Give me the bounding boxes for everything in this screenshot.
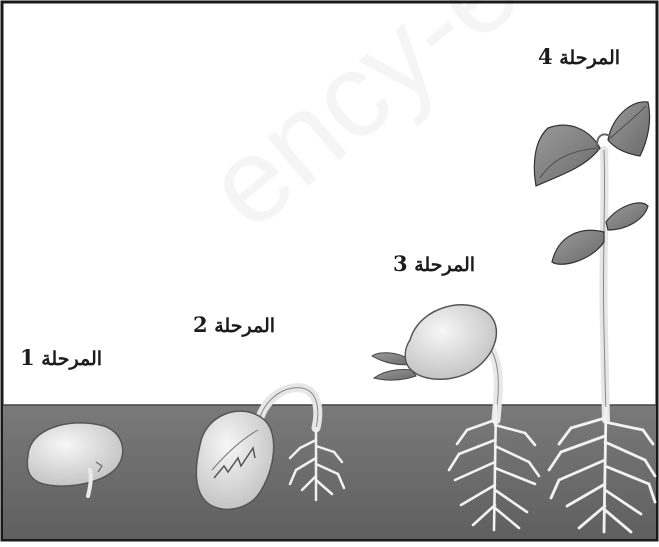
stage-2-number: 2 (193, 312, 208, 337)
stage-2-label: المرحلة 2 (193, 314, 275, 336)
stage-3-label-text: المرحلة (414, 254, 475, 276)
stage-1-number: 1 (20, 345, 35, 370)
stage-4-number: 4 (538, 44, 553, 69)
stage-1-label-text: المرحلة (41, 348, 102, 370)
stage-3-number: 3 (393, 251, 408, 276)
stage-4-label-text: المرحلة (559, 47, 620, 69)
stage-4-label: المرحلة 4 (538, 46, 620, 68)
stage-1-label: المرحلة 1 (20, 347, 102, 369)
stage-3-label: المرحلة 3 (393, 253, 475, 275)
stage-2-label-text: المرحلة (214, 315, 275, 337)
